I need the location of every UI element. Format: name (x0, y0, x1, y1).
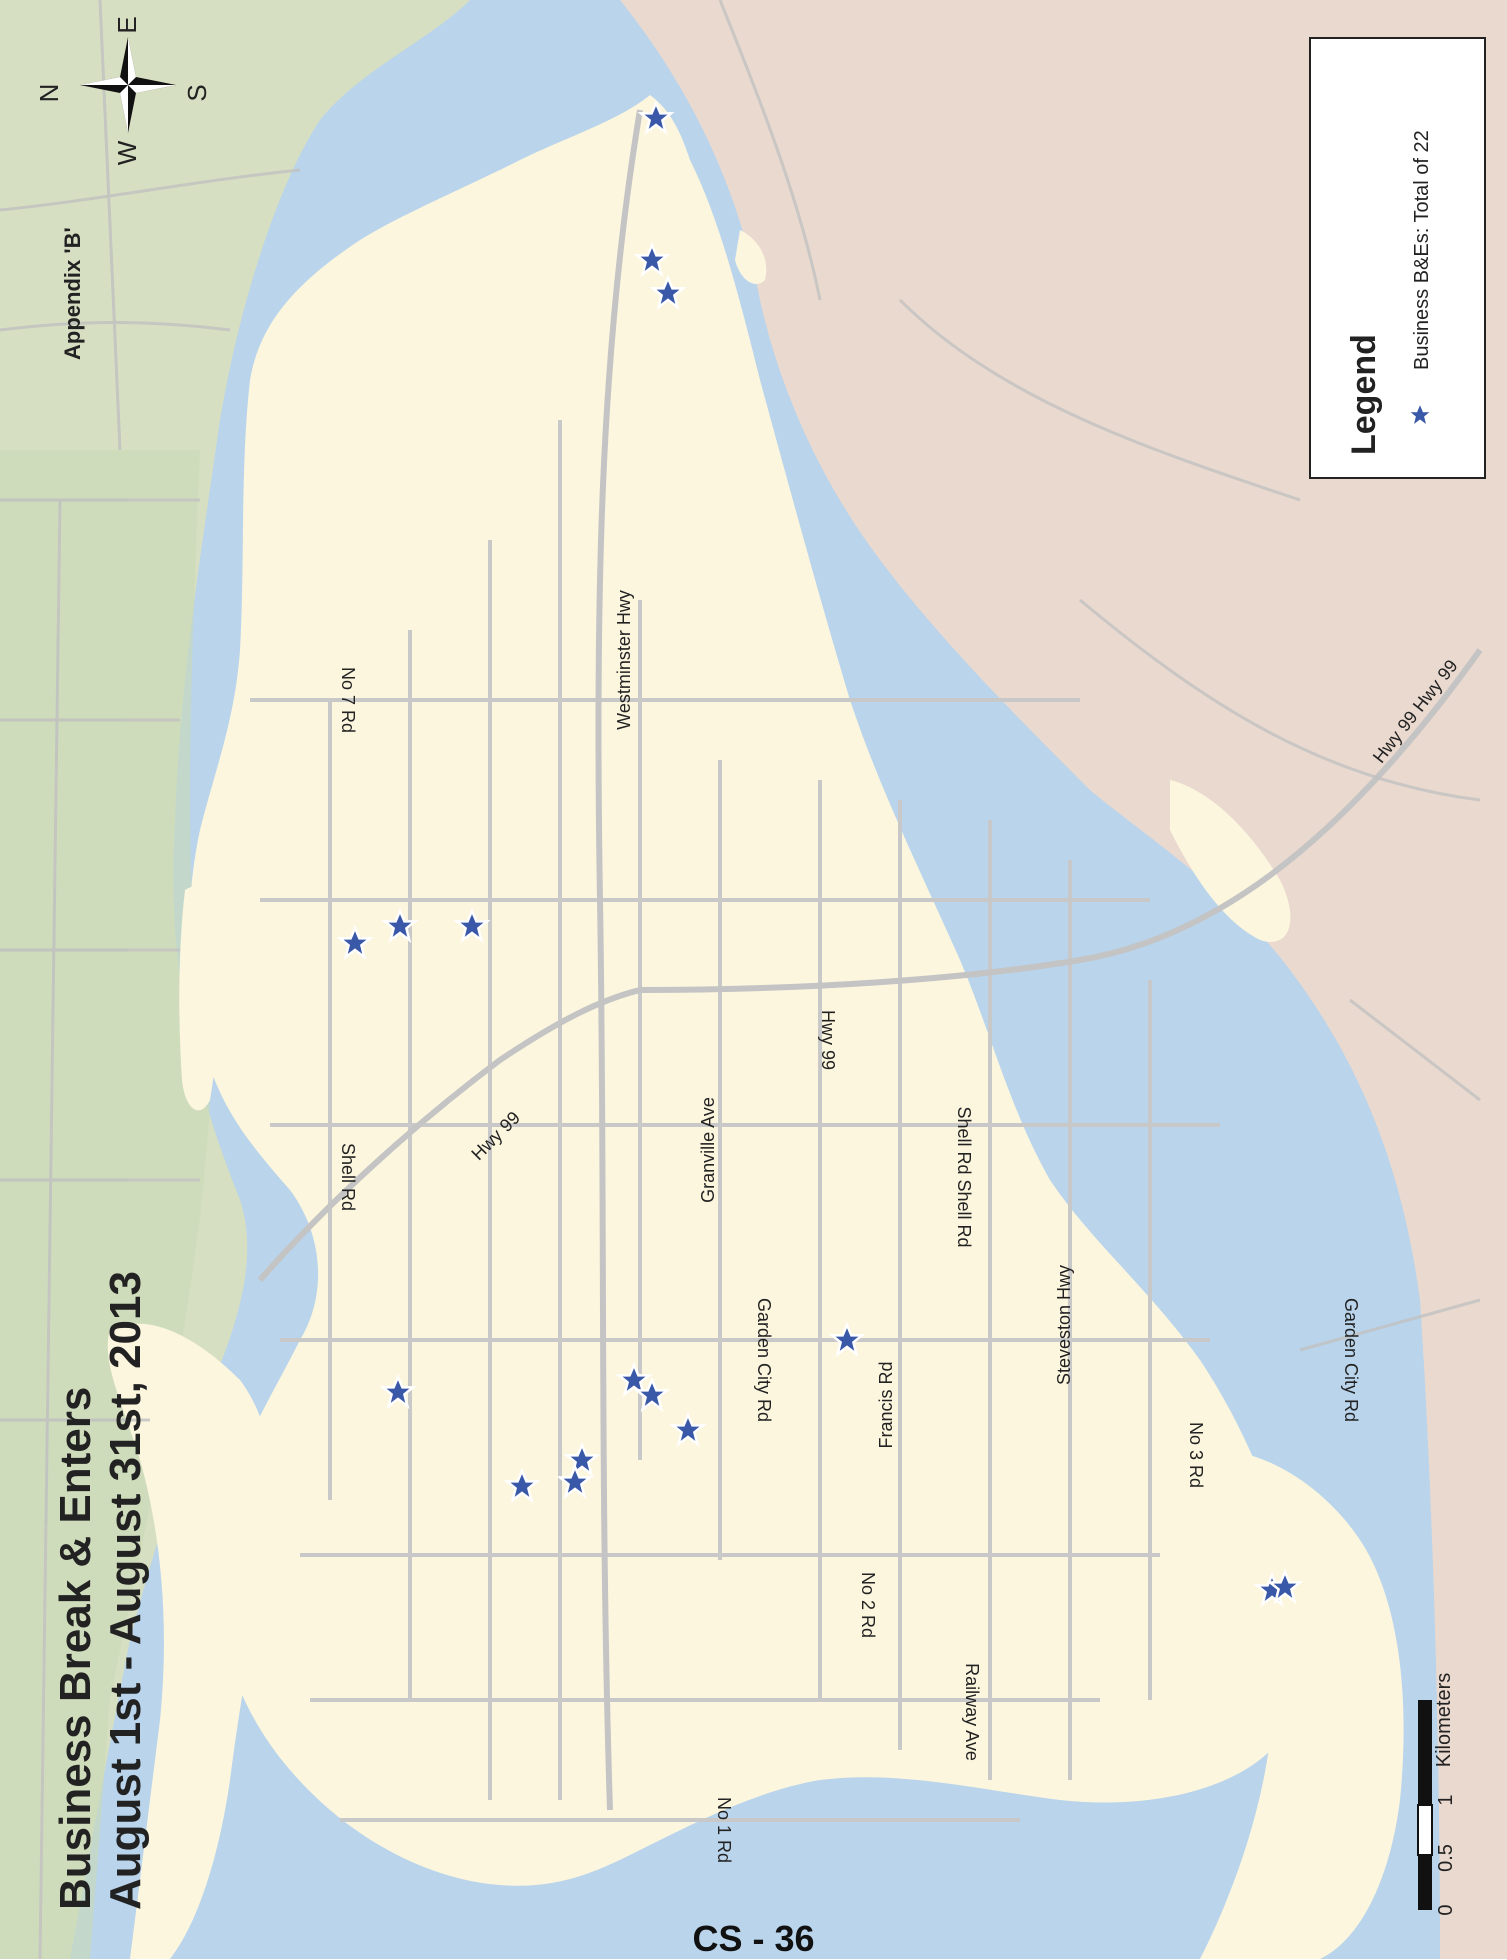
compass-n: N (34, 84, 64, 103)
scale-tick-1: 1 (1435, 1794, 1457, 1805)
hwy99-diagonal-south (639, 648, 1483, 993)
incident-star-icon (336, 924, 374, 961)
legend-frame (1309, 37, 1486, 479)
compass-w: W (112, 140, 142, 165)
river-islet-1 (179, 886, 222, 1111)
incident-star-icon (633, 241, 671, 278)
road-label-shell-b: Shell Rd Shell Rd (954, 1106, 974, 1247)
compass-s: S (182, 84, 212, 101)
north-mainland-green (0, 450, 210, 1959)
incident-star-icon (503, 1467, 541, 1504)
road-label-no1: No 1 Rd (714, 1797, 734, 1863)
island-strip (1170, 780, 1291, 942)
road-label-no2: No 2 Rd (858, 1572, 878, 1638)
road-label-no3: No 3 Rd (1186, 1422, 1206, 1488)
incident-star-icon (381, 907, 419, 944)
scale-tick-05: 0.5 (1435, 1844, 1457, 1872)
lower-island (1190, 1448, 1404, 1959)
road-label-hwy99-a: Hwy 99 (818, 1010, 838, 1070)
incident-star-icon (1266, 1568, 1304, 1605)
incident-star-icon (637, 99, 675, 136)
scale-tick-0: 0 (1435, 1904, 1457, 1915)
road-label-francis: Francis Rd (876, 1361, 896, 1448)
legend-item-label: Business B&Es: Total of 22 (1411, 130, 1433, 370)
road-label-steveston: Steveston Hwy (1054, 1265, 1074, 1385)
map-title-line1: Business Break & Enters (51, 1387, 100, 1910)
incident-star-icon (649, 274, 687, 311)
incident-star-icon (828, 1321, 866, 1358)
incident-star-icon (379, 1373, 417, 1410)
compass-star-icon (80, 37, 176, 133)
road-label-no7: No 7 Rd (338, 667, 358, 733)
compass-rose: N E S W (34, 16, 212, 165)
incident-star-icon (669, 1411, 707, 1448)
map-title-line2: August 1st - August 31st, 2013 (101, 1271, 150, 1910)
incident-star-icon (453, 907, 491, 944)
legend: Legend Business B&Es: Total of 22 (1309, 37, 1486, 479)
page-footer: CS - 36 (692, 1918, 815, 1959)
scale-bar: Kilometers 0 0.5 1 (1417, 1673, 1457, 1916)
legend-star-icon (1403, 398, 1437, 431)
legend-heading: Legend (1345, 334, 1383, 455)
westminster-hwy (595, 109, 643, 1811)
road-label-westminster: Westminster Hwy (614, 590, 634, 730)
sea-island (107, 1323, 274, 1959)
road-label-garden-a: Garden City Rd (754, 1298, 774, 1422)
road-label-shell-a: Shell Rd (338, 1143, 358, 1211)
south-mainland (620, 0, 1507, 1959)
incident-star-icon (633, 1376, 671, 1413)
appendix-label: Appendix 'B' (60, 227, 85, 360)
incident-star-icon (556, 1463, 594, 1500)
road-label-granville: Granville Ave (698, 1097, 718, 1203)
incident-star-icon (615, 1361, 653, 1398)
incident-markers (336, 99, 1304, 1608)
hwy99-diagonal-north (257, 987, 641, 1282)
river-islet-2 (735, 230, 767, 284)
road-label-railway: Railway Ave (962, 1663, 982, 1761)
compass-e: E (112, 16, 142, 33)
road-network (250, 420, 1220, 1822)
road-label-garden-b: Garden City Rd (1341, 1298, 1361, 1422)
scale-unit-label: Kilometers (1433, 1673, 1455, 1767)
